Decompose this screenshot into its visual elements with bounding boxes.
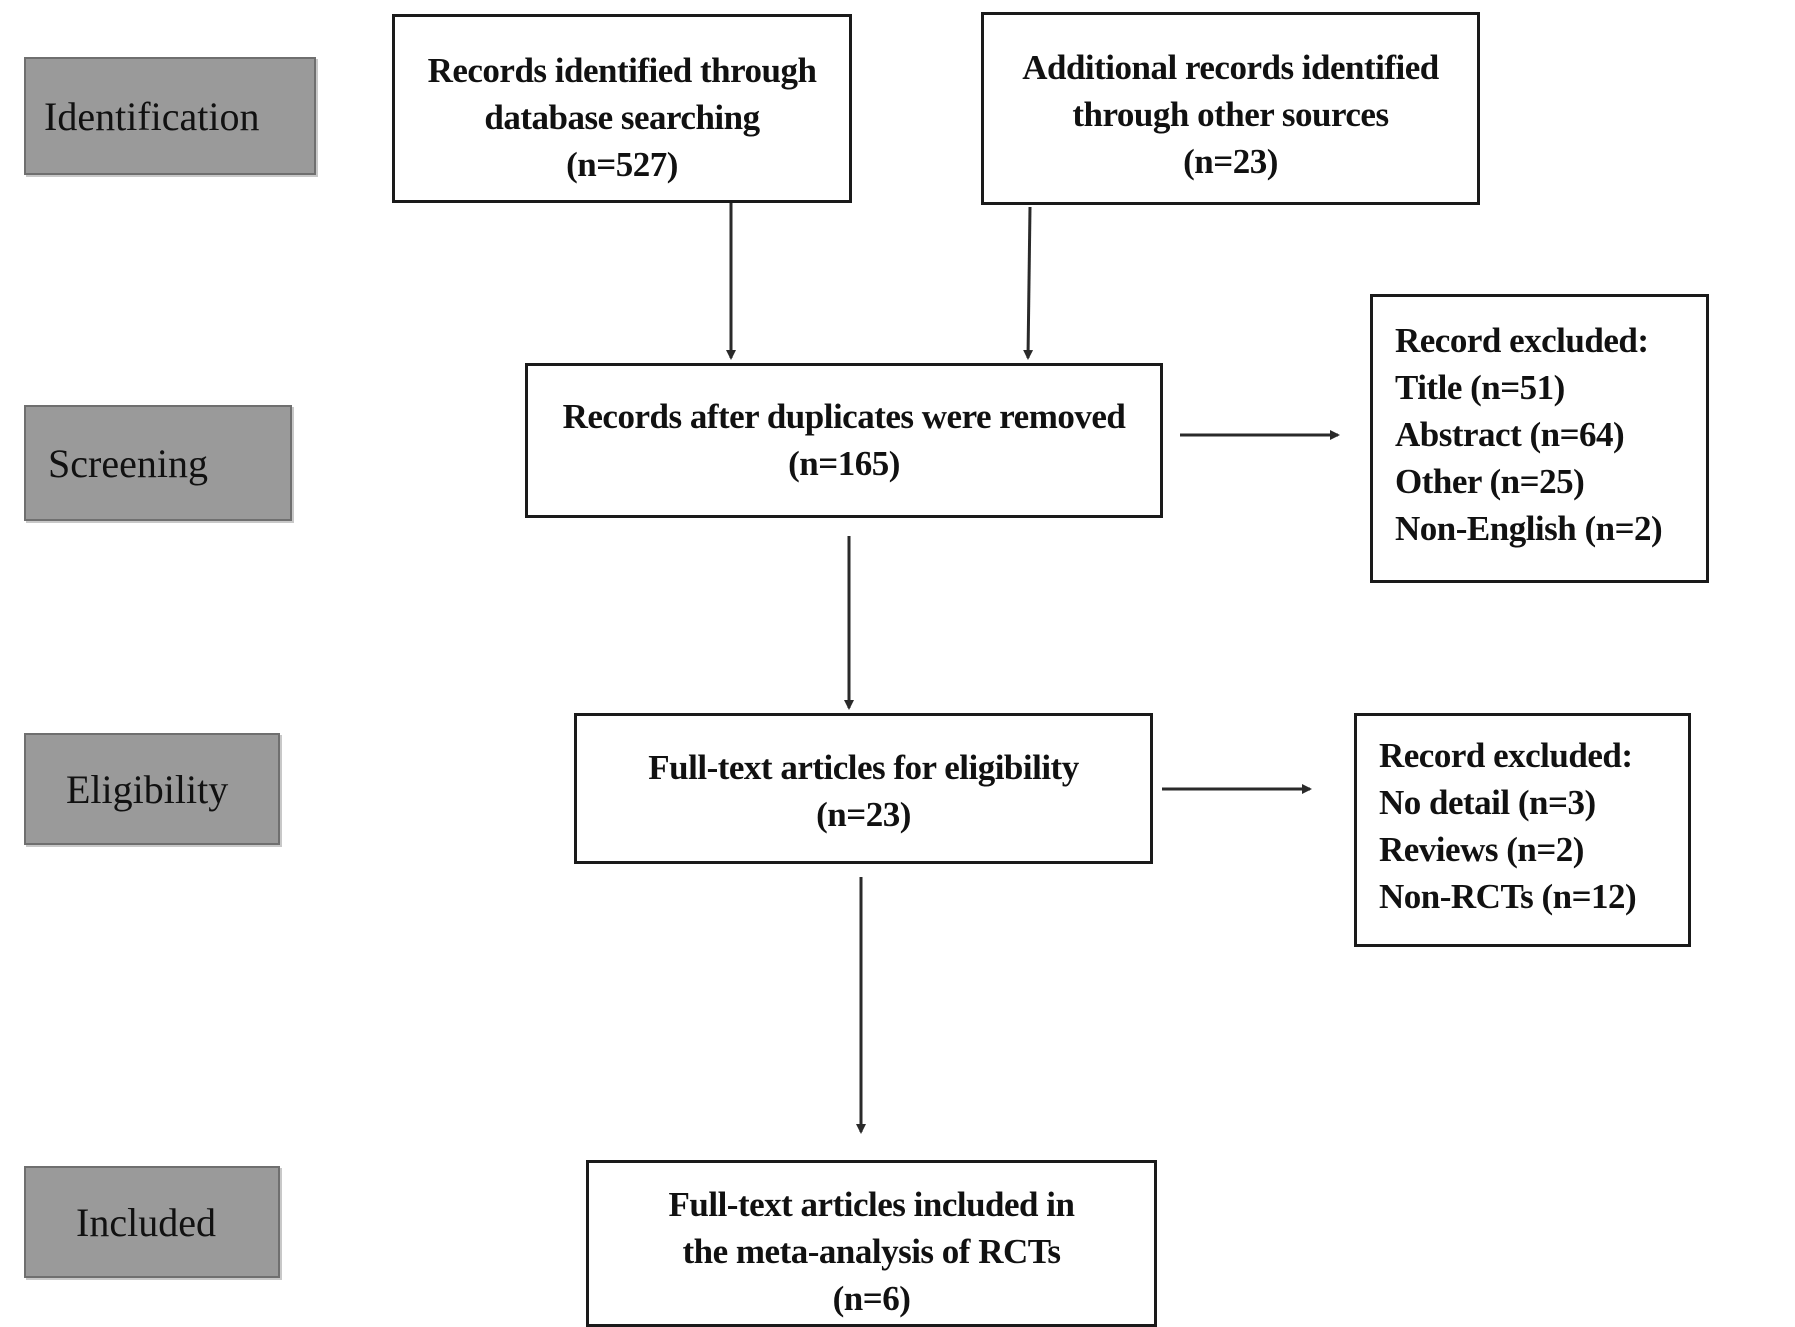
eligibility-excluded-non-rcts: Non-RCTs (n=12) xyxy=(1379,877,1637,916)
stage-eligibility: Eligibility xyxy=(24,733,280,845)
screening-excluded-heading: Record excluded: xyxy=(1395,321,1649,360)
stage-screening-label: Screening xyxy=(48,440,208,486)
eligibility-excluded-heading: Record excluded: xyxy=(1379,736,1633,775)
other-sources-box: Additional records identified through ot… xyxy=(981,12,1480,205)
stage-included: Included xyxy=(24,1166,280,1278)
duplicates-removed-box: Records after duplicates were removed (n… xyxy=(525,363,1163,518)
database-search-box: Records identified through database sear… xyxy=(392,14,852,203)
database-search-line-2: database searching xyxy=(484,98,760,137)
screening-excluded-box: Record excluded: Title (n=51) Abstract (… xyxy=(1370,294,1709,583)
other-sources-count: (n=23) xyxy=(1183,142,1278,181)
included-studies-box: Full-text articles included in the meta-… xyxy=(586,1160,1157,1327)
stage-included-label: Included xyxy=(76,1199,216,1245)
other-sources-line-1: Additional records identified xyxy=(1022,48,1439,87)
eligibility-excluded-box: Record excluded: No detail (n=3) Reviews… xyxy=(1354,713,1691,947)
screening-excluded-title: Title (n=51) xyxy=(1395,368,1565,407)
arrow-other-to-duplicates xyxy=(1023,206,1034,360)
full-text-eligibility-count: (n=23) xyxy=(816,795,911,834)
eligibility-excluded-reviews: Reviews (n=2) xyxy=(1379,830,1584,869)
duplicates-removed-line-1: Records after duplicates were removed xyxy=(562,397,1126,436)
stage-eligibility-label: Eligibility xyxy=(66,766,229,812)
stage-identification-label: Identification xyxy=(44,93,260,139)
included-studies-count: (n=6) xyxy=(832,1279,911,1318)
screening-excluded-abstract: Abstract (n=64) xyxy=(1395,415,1625,454)
included-studies-line-2: the meta-analysis of RCTs xyxy=(682,1232,1061,1271)
other-sources-line-2: through other sources xyxy=(1072,95,1389,134)
stage-screening: Screening xyxy=(24,405,292,521)
eligibility-excluded-no-detail: No detail (n=3) xyxy=(1379,783,1596,822)
stage-identification: Identification xyxy=(24,57,316,175)
duplicates-removed-count: (n=165) xyxy=(788,444,900,483)
database-search-line-1: Records identified through xyxy=(427,51,817,90)
full-text-eligibility-line-1: Full-text articles for eligibility xyxy=(648,748,1079,787)
screening-excluded-other: Other (n=25) xyxy=(1395,462,1585,501)
database-search-count: (n=527) xyxy=(566,145,678,184)
full-text-eligibility-box: Full-text articles for eligibility (n=23… xyxy=(574,713,1153,864)
screening-excluded-non-english: Non-English (n=2) xyxy=(1395,509,1663,548)
included-studies-line-1: Full-text articles included in xyxy=(668,1185,1075,1224)
